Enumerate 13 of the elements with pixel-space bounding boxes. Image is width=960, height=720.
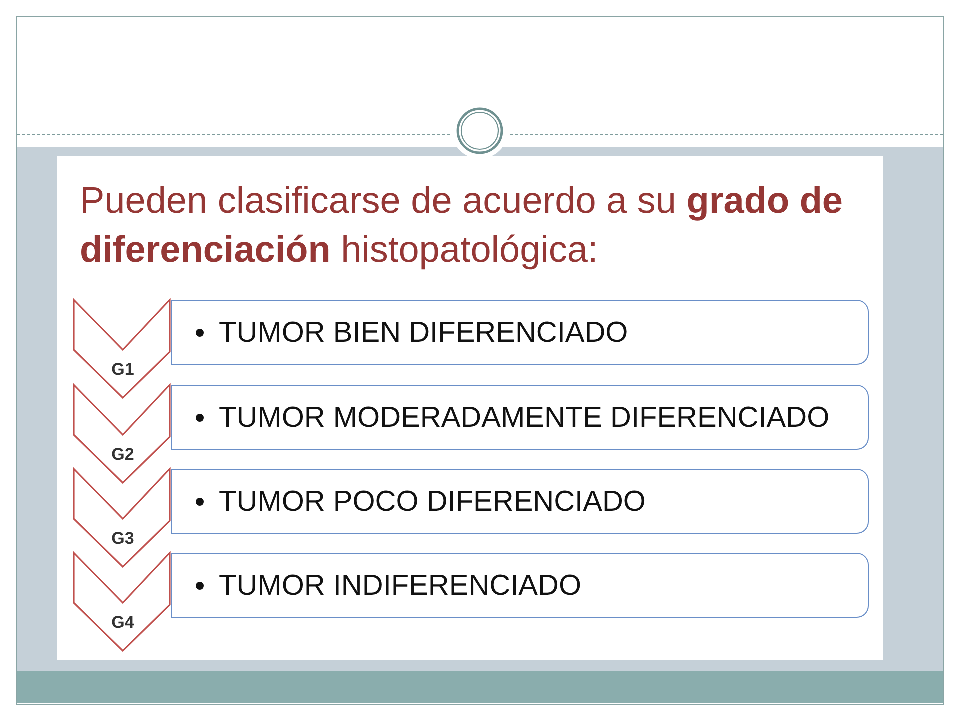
chevron-shape [73, 552, 173, 652]
chevron-shape [73, 384, 173, 484]
item-text: TUMOR BIEN DIFERENCIADO [219, 316, 628, 350]
grade-label: G4 [112, 613, 134, 633]
item-text: TUMOR INDIFERENCIADO [219, 568, 582, 602]
grade-label: G2 [112, 445, 134, 465]
chevron-shape [73, 299, 173, 399]
item-text: TUMOR MODERADAMENTE DIFERENCIADO [219, 400, 830, 434]
item-text: TUMOR POCO DIFERENCIADO [219, 484, 646, 518]
grade-label: G3 [112, 529, 134, 549]
chevron-shape [73, 468, 173, 568]
grade-label: G1 [112, 360, 134, 380]
heading: Pueden clasificarse de acuerdo a su grado de diferenciación histopatológica: [80, 179, 844, 272]
